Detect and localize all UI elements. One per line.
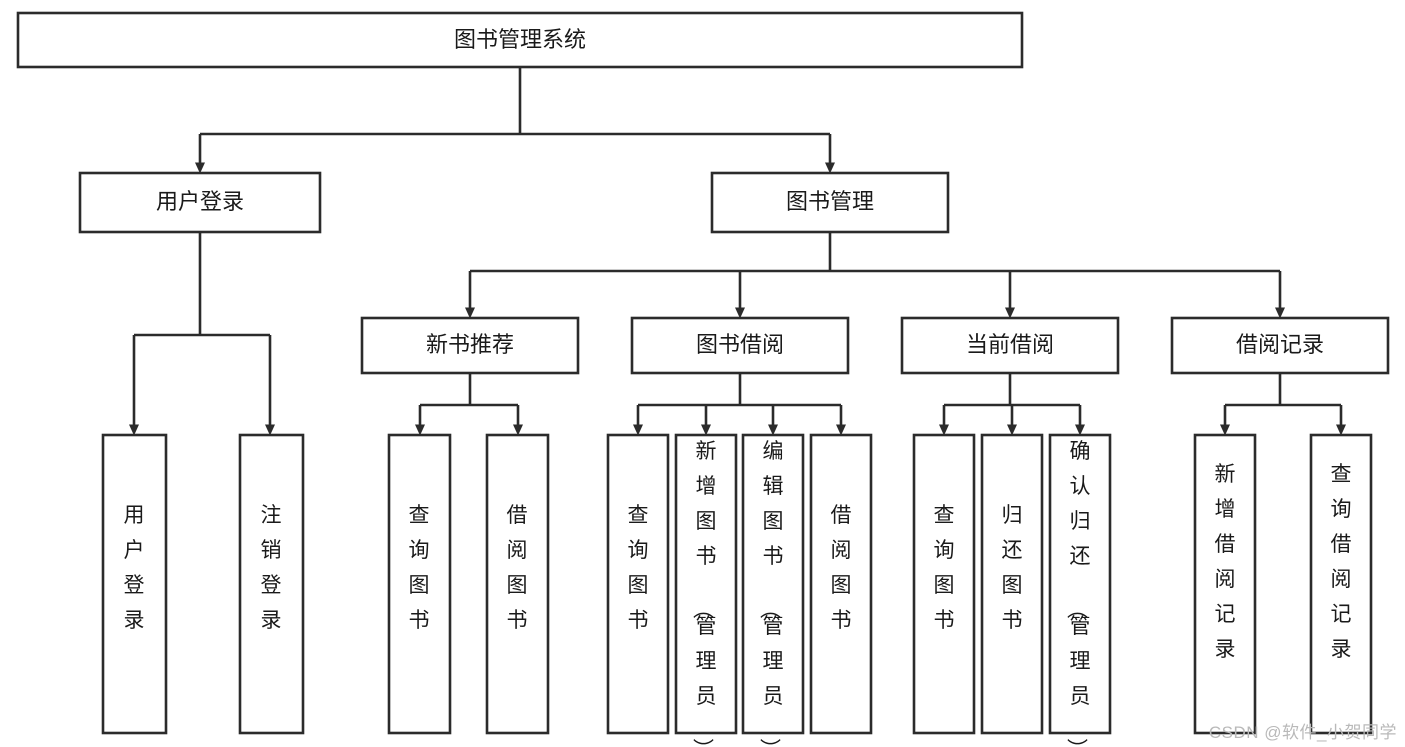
node-new-book-recommend[interactable]: 新书推荐 (360, 316, 580, 375)
node-leaf-query-record[interactable]: 查询借阅记录 (1309, 433, 1373, 735)
node-leaf-add-book-label: 新增图书（管理员） (691, 440, 717, 747)
node-leaf-return-book[interactable]: 归还图书 (980, 433, 1044, 735)
node-leaf-query-book-1-label: 查询图书 (409, 504, 430, 632)
csdn-watermark: CSDN @软件_小贺同学 (1208, 723, 1397, 742)
node-leaf-query-record-label: 查询借阅记录 (1331, 463, 1352, 661)
node-leaf-query-book-3-label: 查询图书 (934, 504, 955, 632)
node-leaf-add-record[interactable]: 新增借阅记录 (1193, 433, 1257, 735)
node-new-book-recommend-label: 新书推荐 (426, 332, 514, 357)
node-leaf-query-book-1[interactable]: 查询图书 (387, 433, 452, 735)
node-leaf-borrow-book-1[interactable]: 借阅图书 (485, 433, 550, 735)
node-leaf-edit-book[interactable]: 编辑图书（管理员） (741, 433, 805, 747)
node-leaf-query-book-2-label: 查询图书 (628, 504, 649, 632)
node-root-label: 图书管理系统 (454, 27, 586, 52)
node-user-login[interactable]: 用户登录 (78, 171, 322, 234)
node-book-borrow-label: 图书借阅 (696, 332, 784, 357)
node-book-management[interactable]: 图书管理 (710, 171, 950, 234)
node-current-borrow[interactable]: 当前借阅 (900, 316, 1120, 375)
node-leaf-logout-login-label: 注销登录 (261, 504, 282, 632)
node-leaf-confirm-return-label: 确认归还（管理员） (1065, 440, 1091, 747)
node-user-login-label: 用户登录 (156, 189, 244, 214)
node-borrow-record[interactable]: 借阅记录 (1170, 316, 1390, 375)
node-leaf-return-book-label: 归还图书 (1002, 504, 1023, 632)
node-leaf-logout-login[interactable]: 注销登录 (238, 433, 305, 735)
node-current-borrow-label: 当前借阅 (966, 332, 1054, 357)
node-root[interactable]: 图书管理系统 (16, 11, 1024, 69)
node-book-management-label: 图书管理 (786, 189, 874, 214)
node-leaf-query-book-3[interactable]: 查询图书 (912, 433, 976, 735)
node-leaf-confirm-return[interactable]: 确认归还（管理员） (1048, 433, 1112, 747)
connectors (129, 67, 1346, 436)
node-leaf-edit-book-label: 编辑图书（管理员） (758, 440, 784, 747)
node-book-borrow[interactable]: 图书借阅 (630, 316, 850, 375)
node-leaf-add-record-label: 新增借阅记录 (1215, 463, 1236, 661)
node-leaf-borrow-book-2-label: 借阅图书 (831, 504, 852, 632)
node-leaf-add-book[interactable]: 新增图书（管理员） (674, 433, 738, 747)
node-leaf-borrow-book-1-label: 借阅图书 (507, 504, 528, 632)
node-leaf-borrow-book-2[interactable]: 借阅图书 (809, 433, 873, 735)
node-leaf-query-book-2[interactable]: 查询图书 (606, 433, 670, 735)
node-borrow-record-label: 借阅记录 (1236, 332, 1324, 357)
node-leaf-user-login[interactable]: 用户登录 (101, 433, 168, 735)
node-leaf-user-login-label: 用户登录 (124, 504, 145, 632)
